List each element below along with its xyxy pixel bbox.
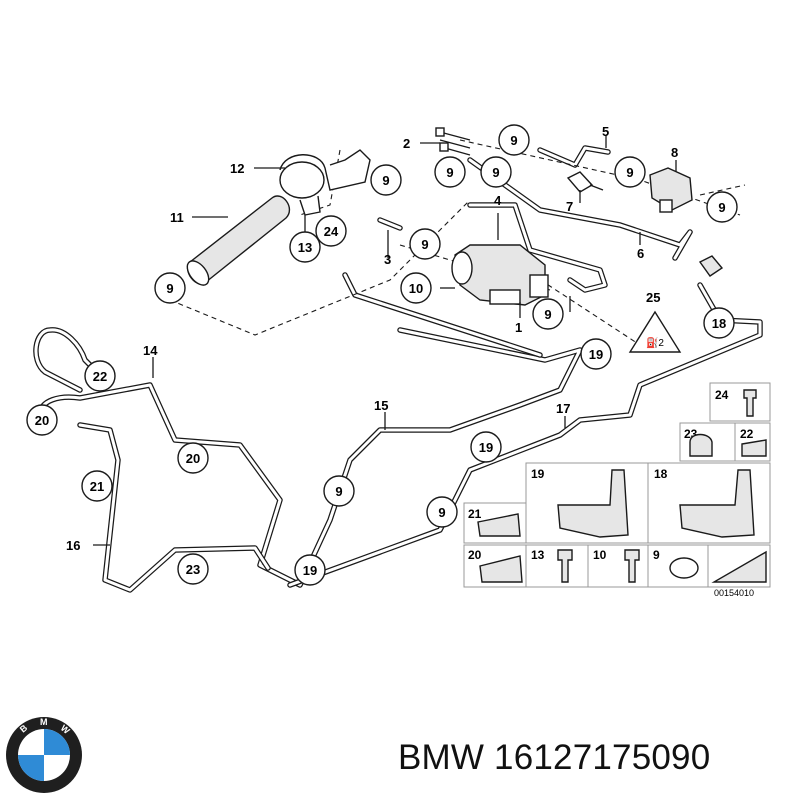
callout-4: 4 bbox=[494, 193, 502, 208]
callout-9-k: 9 bbox=[438, 505, 445, 520]
callout-11: 11 bbox=[170, 210, 184, 225]
callout-19-b: 19 bbox=[479, 440, 493, 455]
callout-9-i: 9 bbox=[544, 307, 551, 322]
callout-19-c: 19 bbox=[303, 563, 317, 578]
callout-20-b: 20 bbox=[186, 451, 200, 466]
callout-6: 6 bbox=[637, 246, 644, 261]
clip-22-icon bbox=[741, 439, 767, 457]
callout-2: 2 bbox=[403, 136, 410, 151]
callout-7: 7 bbox=[566, 199, 573, 214]
fuel-lines bbox=[33, 145, 763, 593]
callout-15: 15 bbox=[374, 398, 388, 413]
bracket-12 bbox=[279, 149, 371, 216]
clip-20-icon bbox=[479, 555, 523, 583]
parts-legend-grid: 24 23 22 19 18 21 20 13 10 9 001540 bbox=[463, 382, 771, 598]
clamp-23-icon bbox=[689, 433, 713, 457]
fuel-filter-11 bbox=[186, 195, 291, 286]
legend-13: 13 bbox=[531, 548, 545, 562]
part-number-title: BMW 16127175090 bbox=[398, 738, 711, 777]
clip-strip-19-icon bbox=[557, 469, 629, 538]
callout-24: 24 bbox=[324, 224, 339, 239]
clip-strip-18-icon bbox=[679, 469, 755, 538]
pump-1 bbox=[451, 244, 549, 306]
callout-9-h: 9 bbox=[421, 237, 428, 252]
diagram-code: 00154010 bbox=[714, 588, 754, 598]
svg-text:⛽2: ⛽2 bbox=[646, 336, 664, 349]
callouts: 1 2 3 4 5 6 7 8 11 12 14 15 16 17 25 9 9… bbox=[26, 124, 738, 586]
callout-14: 14 bbox=[143, 343, 158, 358]
callout-9-j: 9 bbox=[335, 484, 342, 499]
bolt-10-icon bbox=[624, 549, 640, 583]
legend-10: 10 bbox=[593, 548, 607, 562]
legend-22: 22 bbox=[740, 427, 754, 441]
bolt-13-icon bbox=[557, 549, 573, 583]
callout-9-a: 9 bbox=[166, 281, 173, 296]
valve-8 bbox=[649, 167, 693, 213]
callout-21: 21 bbox=[90, 479, 104, 494]
callout-18: 18 bbox=[712, 316, 726, 331]
sensor-7 bbox=[566, 171, 604, 193]
callout-19-a: 19 bbox=[589, 347, 603, 362]
callout-9-d: 9 bbox=[492, 165, 499, 180]
connector-18 bbox=[698, 255, 724, 277]
callout-10: 10 bbox=[409, 281, 423, 296]
callout-16: 16 bbox=[66, 538, 80, 553]
arrow-symbol-icon bbox=[711, 550, 767, 583]
callout-17: 17 bbox=[556, 401, 570, 416]
callout-5: 5 bbox=[602, 124, 609, 139]
callout-9-b: 9 bbox=[382, 173, 389, 188]
screw-icon bbox=[743, 389, 757, 417]
legend-21: 21 bbox=[468, 507, 482, 521]
legend-9: 9 bbox=[653, 548, 660, 562]
bmw-logo: B M W bbox=[6, 717, 82, 793]
callout-9-c: 9 bbox=[446, 165, 453, 180]
callout-9-g: 9 bbox=[718, 200, 725, 215]
callout-12: 12 bbox=[230, 161, 244, 176]
callout-13: 13 bbox=[298, 240, 312, 255]
tube-3 bbox=[377, 217, 403, 231]
callout-8: 8 bbox=[671, 145, 678, 160]
warning-label-25: ⛽2 bbox=[628, 310, 682, 353]
callout-1: 1 bbox=[515, 320, 522, 335]
callout-25: 25 bbox=[646, 290, 660, 305]
logo-letter-b: B bbox=[18, 722, 30, 734]
legend-20: 20 bbox=[468, 548, 482, 562]
logo-letter-m: M bbox=[40, 717, 48, 727]
legend-19: 19 bbox=[531, 467, 545, 481]
callout-22: 22 bbox=[93, 369, 107, 384]
legend-18: 18 bbox=[654, 467, 668, 481]
leader-lines bbox=[93, 135, 677, 546]
bolts-2 bbox=[435, 127, 471, 156]
callout-23: 23 bbox=[186, 562, 200, 577]
clip-21-icon bbox=[477, 513, 521, 537]
callout-9-f: 9 bbox=[626, 165, 633, 180]
legend-24: 24 bbox=[715, 388, 729, 402]
callout-3: 3 bbox=[384, 252, 391, 267]
callout-20-a: 20 bbox=[35, 413, 49, 428]
callout-9-e: 9 bbox=[510, 133, 517, 148]
hose-clamp-9-icon bbox=[669, 557, 699, 579]
